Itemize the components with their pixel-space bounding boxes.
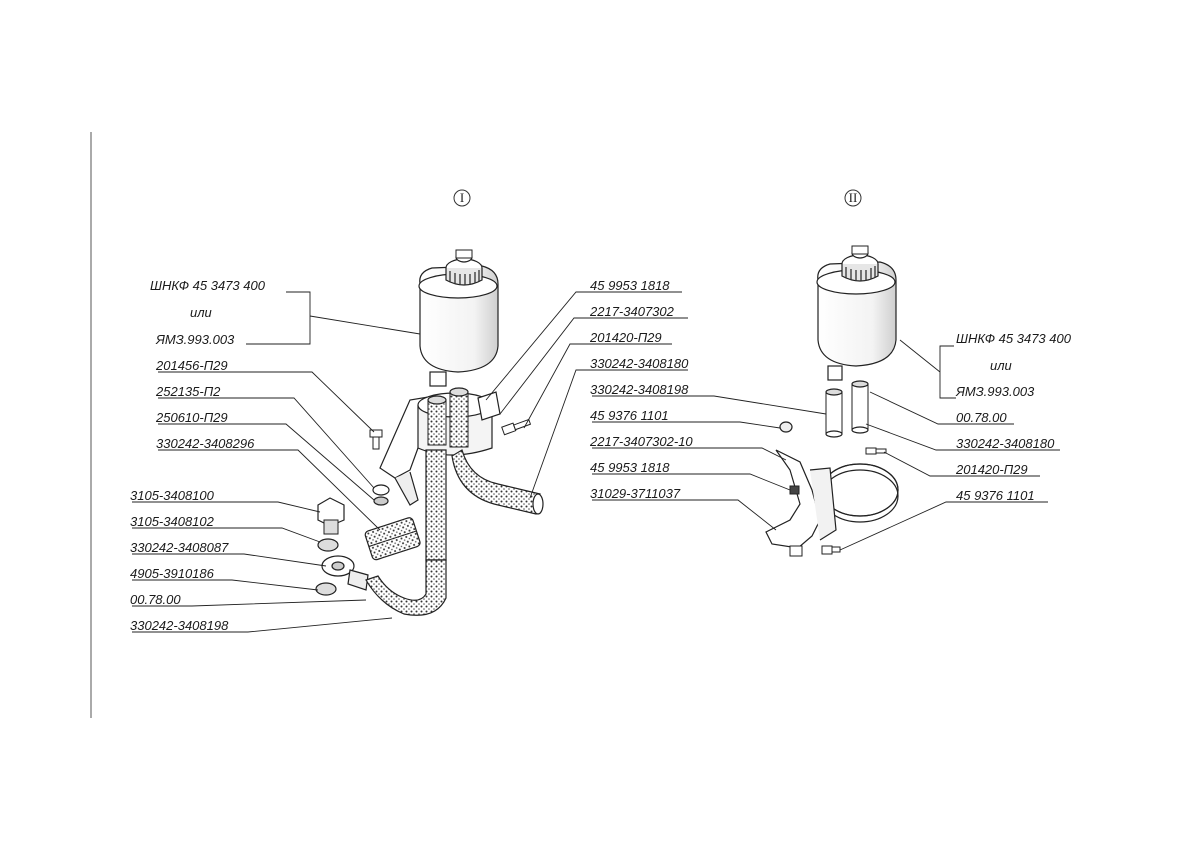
- small-nut-view2: [789, 485, 800, 495]
- label-c5: 330242-3408198: [590, 382, 689, 397]
- label-reservoir-a: ШНКФ 45 3473 400: [150, 278, 266, 293]
- label-v2-reservoir-b: ЯМЗ.993.003: [955, 384, 1035, 399]
- label-330242-3408198: 330242-3408198: [130, 618, 229, 633]
- label-reservoir-or: или: [190, 305, 212, 320]
- view1-assembly: [315, 249, 544, 616]
- label-250610: 250610-П29: [155, 410, 228, 425]
- label-3105-3408100: 3105-3408100: [130, 488, 215, 503]
- labels-view1: ШНКФ 45 3473 400 или ЯМЗ.993.003 201456-…: [130, 278, 421, 633]
- label-c9: 31029-3711037: [590, 486, 681, 501]
- label-252135: 252135-П2: [155, 384, 221, 399]
- labels-center: 45 9953 1818 2217-3407302 201420-П29 330…: [485, 278, 827, 531]
- label-c6: 45 9376 1101: [590, 408, 669, 423]
- label-v2-r1: 00.78.00: [956, 410, 1007, 425]
- view-marker-1-text: I: [460, 190, 464, 205]
- bolt-201456: [369, 429, 383, 450]
- view-marker-1: I: [453, 189, 471, 207]
- label-c2: 2217-3407302: [589, 304, 675, 319]
- short-pipe-1: [825, 388, 843, 438]
- return-hose: [365, 559, 447, 616]
- label-v2-r2: 330242-3408180: [956, 436, 1055, 451]
- nut-250610: [373, 496, 389, 506]
- label-v2-r3: 201420-П29: [955, 462, 1028, 477]
- label-v2-reservoir-or: или: [990, 358, 1012, 373]
- nut-view2-top: [779, 421, 793, 433]
- label-reservoir-b: ЯМЗ.993.003: [155, 332, 235, 347]
- label-v2-r4: 45 9376 1101: [956, 488, 1035, 503]
- short-pipe-2: [851, 380, 869, 434]
- label-c3: 201420-П29: [589, 330, 662, 345]
- filter-mesh: [364, 517, 421, 561]
- bolt-201420: [501, 418, 532, 436]
- label-v2-reservoir-a: ШНКФ 45 3473 400: [956, 331, 1072, 346]
- labels-view2: ШНКФ 45 3473 400 или ЯМЗ.993.003 00.78.0…: [839, 331, 1072, 551]
- washer-252135: [372, 484, 390, 496]
- label-330242-3408087: 330242-3408087: [130, 540, 229, 555]
- washer-4905: [315, 582, 337, 596]
- label-c7: 2217-3407302-10: [589, 434, 693, 449]
- view2-assembly: [765, 245, 899, 557]
- banjo-bolt: [317, 497, 345, 535]
- side-hose: [451, 449, 541, 515]
- view-marker-2-text: II: [849, 190, 858, 205]
- reservoir-tank-2: [816, 245, 897, 381]
- washer-3408102: [317, 538, 339, 552]
- label-3105-3408102: 3105-3408102: [130, 514, 215, 529]
- filter-housing: [417, 387, 501, 456]
- view-marker-2: II: [844, 189, 862, 207]
- label-c4: 330242-3408180: [590, 356, 689, 371]
- label-c8: 45 9953 1818: [590, 460, 670, 475]
- label-00-78-00: 00.78.00: [130, 592, 181, 607]
- label-4905-3910186: 4905-3910186: [130, 566, 215, 581]
- bolt-view2: [865, 447, 887, 455]
- bracket-31029: [765, 449, 821, 549]
- reservoir-tank-1: [418, 249, 499, 387]
- label-c1: 45 9953 1818: [590, 278, 670, 293]
- label-201456: 201456-П29: [155, 358, 228, 373]
- bolt-view2-lower: [821, 545, 841, 555]
- label-330242-3408296: 330242-3408296: [156, 436, 255, 451]
- vertical-hose: [425, 449, 447, 561]
